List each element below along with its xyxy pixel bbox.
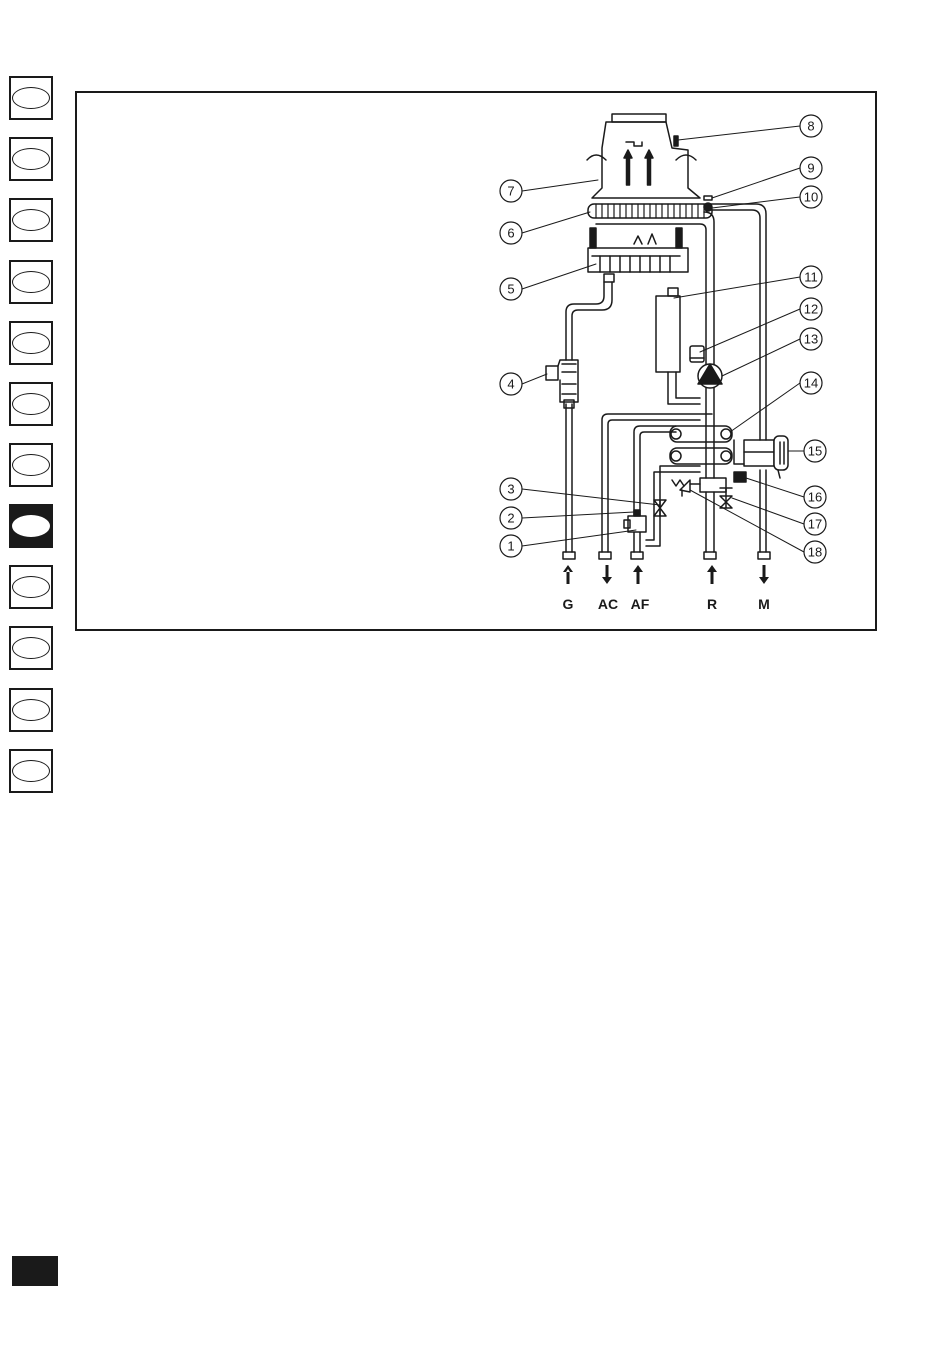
connection-label-gas: G xyxy=(563,596,574,612)
callout-14-label: 14 xyxy=(804,376,818,391)
connection-label-dhw-out: AC xyxy=(598,596,618,612)
callout-7-label: 7 xyxy=(507,184,514,199)
flue-hood xyxy=(587,114,700,198)
callout-5-label: 5 xyxy=(507,282,514,297)
callout-16-label: 16 xyxy=(808,490,822,505)
main-heat-exchanger xyxy=(588,204,712,218)
gas-pipe xyxy=(566,282,612,552)
connection-label-return: R xyxy=(707,596,717,612)
return-pipe xyxy=(700,388,726,552)
automatic-air-vent xyxy=(690,346,704,362)
gas-inlet-arrow xyxy=(563,565,573,584)
flue-gas-arrows xyxy=(624,150,653,185)
callout-1-label: 1 xyxy=(507,539,514,554)
callout-11-label: 11 xyxy=(804,270,818,285)
page-number-tab xyxy=(12,1256,58,1286)
connection-label-cold-in: AF xyxy=(631,596,650,612)
callout-2-label: 2 xyxy=(507,511,514,526)
callout-10-label: 10 xyxy=(804,190,818,205)
flow-outlet-arrow xyxy=(759,565,769,584)
callout-9-label: 9 xyxy=(807,161,814,176)
flow-switch xyxy=(624,510,646,532)
callout-17-label: 17 xyxy=(808,517,822,532)
filling-valve xyxy=(654,500,666,516)
dhw-outlet-pipe xyxy=(602,414,712,552)
return-inlet-arrow xyxy=(707,565,717,584)
dhw-outlet-arrow xyxy=(602,565,612,584)
connection-label-flow: M xyxy=(758,596,770,612)
gas-valve xyxy=(546,360,578,408)
flow-filter xyxy=(734,472,746,482)
burner xyxy=(588,228,688,282)
bypass-valve xyxy=(720,488,732,508)
callout-8-label: 8 xyxy=(807,119,814,134)
callout-3-label: 3 xyxy=(507,482,514,497)
callout-12-label: 12 xyxy=(804,302,818,317)
plate-heat-exchanger xyxy=(670,426,732,464)
flow-thermostat xyxy=(704,196,712,211)
callout-18-label: 18 xyxy=(808,545,822,560)
cold-inlet-arrow xyxy=(633,565,643,584)
connection-arrows xyxy=(563,565,769,584)
flue-sensor xyxy=(674,136,678,146)
callout-6-label: 6 xyxy=(507,226,514,241)
callout-4-label: 4 xyxy=(507,377,514,392)
callout-13-label: 13 xyxy=(804,332,818,347)
connection-fittings xyxy=(563,552,770,559)
callout-15-label: 15 xyxy=(808,444,822,459)
